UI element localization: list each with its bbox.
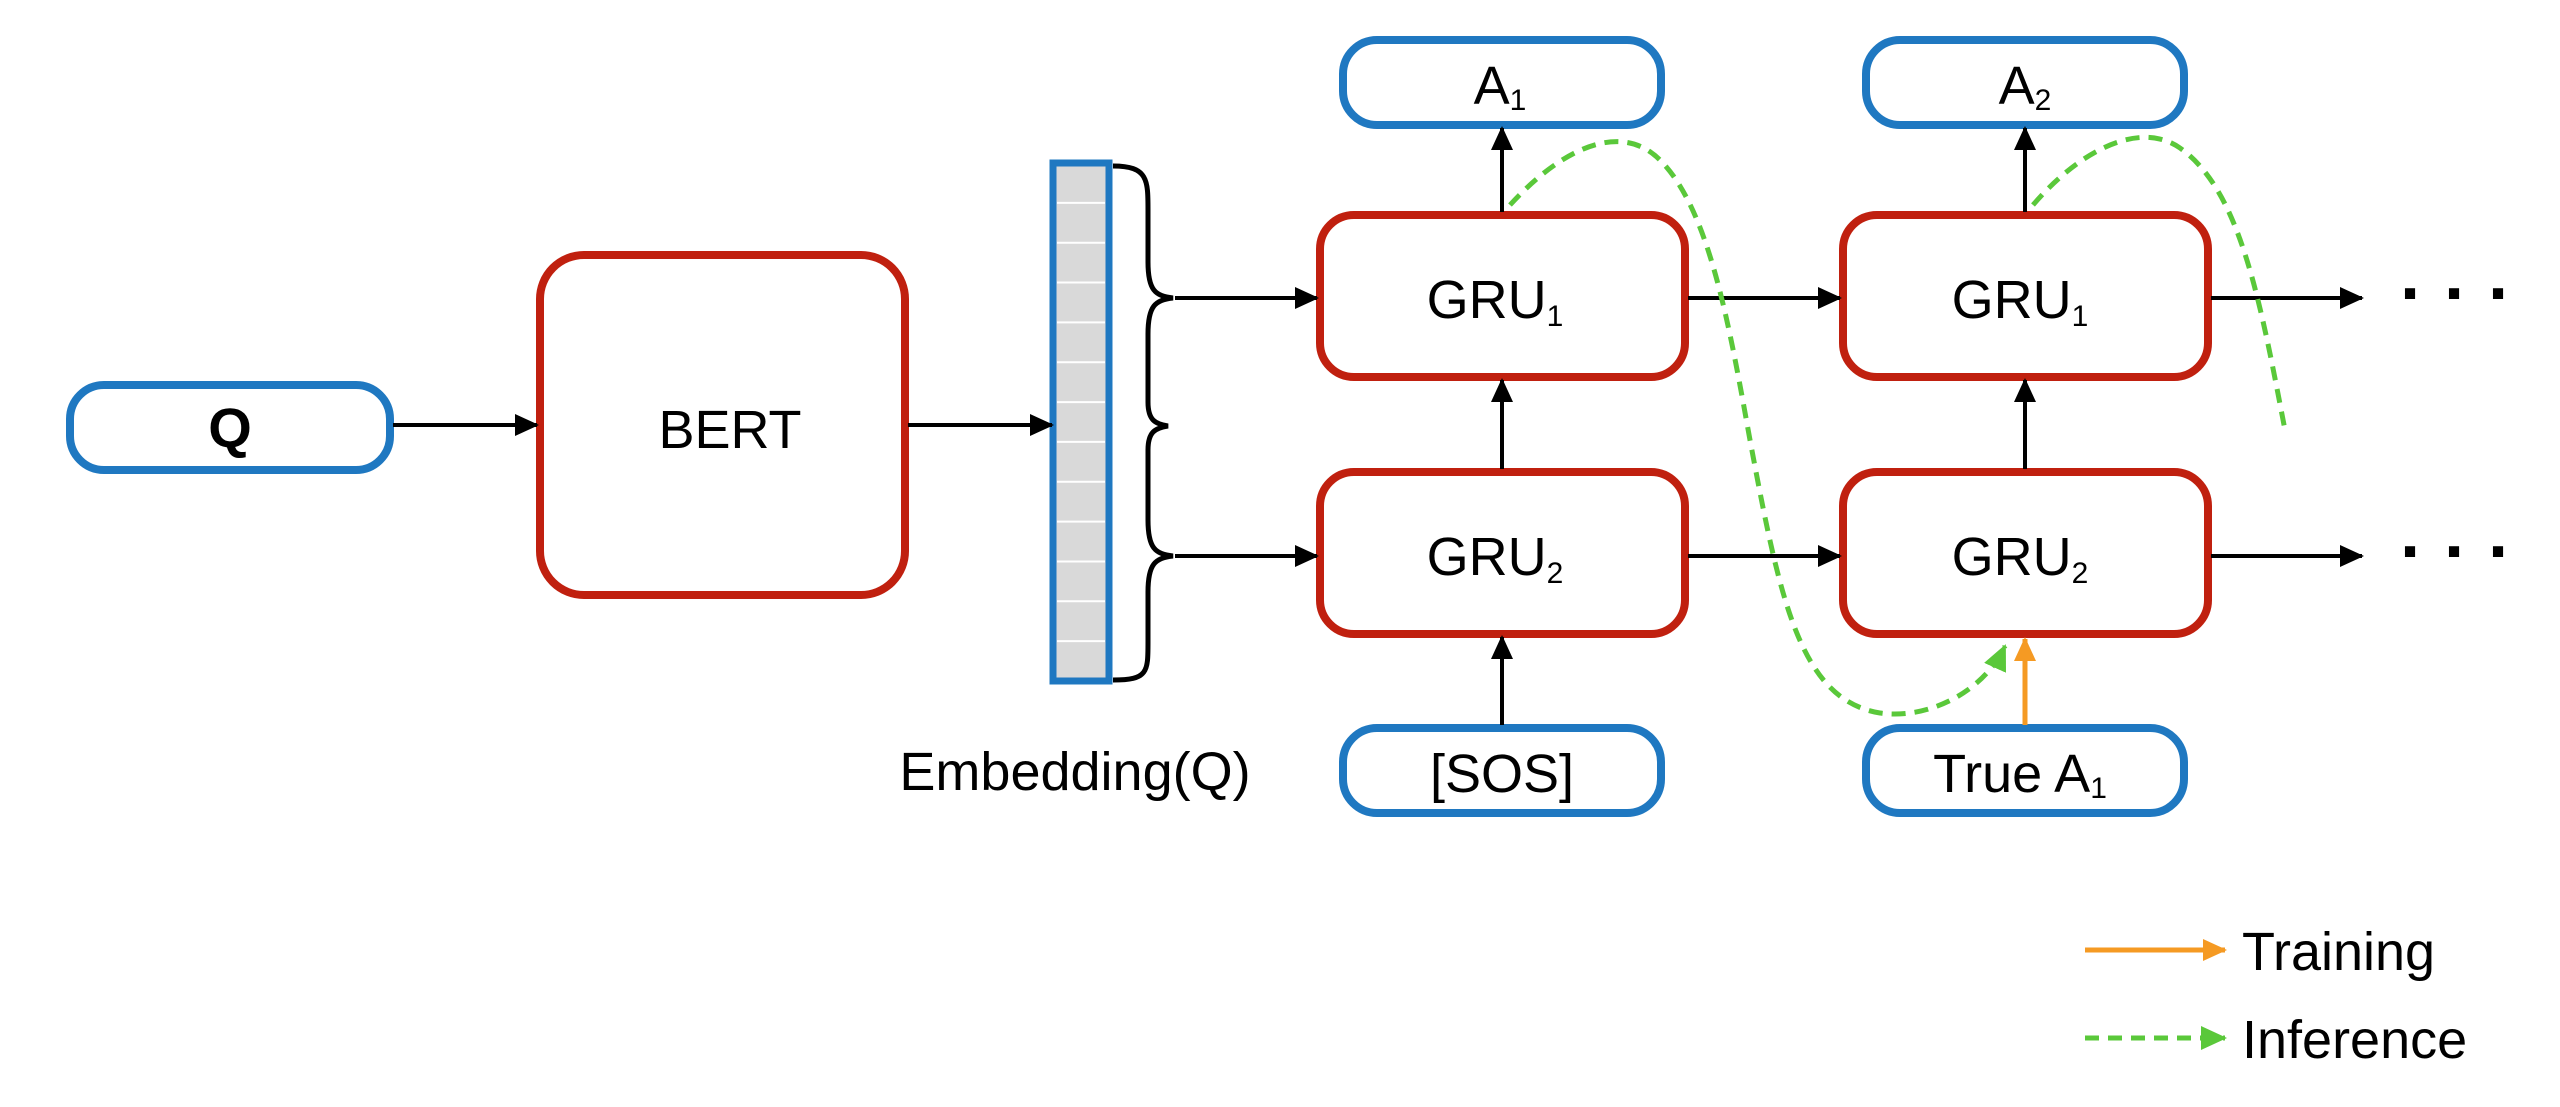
gru1-step1-box (1316, 211, 1689, 381)
sos-label: [SOS] (1430, 744, 1574, 804)
gru2-step2-label: GRU2 (1952, 527, 2089, 590)
embedding-brace (1112, 163, 1174, 683)
gru1-step2-label: GRU1 (1952, 270, 2089, 333)
gru2-step1-box (1316, 468, 1689, 638)
true-a1-label: True A1 (1933, 744, 2107, 805)
embedding-cell-dividers (1057, 201, 1105, 643)
true-a1-input-box (1862, 724, 2188, 817)
gru2-step1-label: GRU2 (1427, 527, 1564, 590)
legend-inference-label: Inference (2242, 1010, 2467, 1070)
gru1-step2-box (1839, 211, 2212, 381)
a2-output-box (1862, 36, 2188, 129)
a1-output-box (1339, 36, 1665, 129)
a2-label: A2 (1999, 56, 2052, 117)
bert-box (536, 251, 909, 599)
gru1-step1-label: GRU1 (1427, 270, 1564, 333)
sos-input-box (1339, 724, 1665, 817)
embedding-label: Embedding(Q) (899, 742, 1250, 802)
continuation-dots-top: · · · (2400, 254, 2512, 334)
q-input-box (66, 381, 394, 474)
legend-training-label: Training (2242, 922, 2435, 982)
continuation-dots-bottom: · · · (2400, 512, 2512, 592)
q-label: Q (208, 396, 252, 459)
bert-label: BERT (658, 400, 801, 460)
legend: Training Inference (2085, 922, 2467, 1070)
a1-label: A1 (1474, 56, 1527, 117)
embedding-vector (1049, 159, 1113, 685)
inference-path-a1-to-gru2-step2 (1508, 139, 2008, 717)
inference-path-a2-continue (2031, 134, 2288, 431)
gru2-step2-box (1839, 468, 2212, 638)
